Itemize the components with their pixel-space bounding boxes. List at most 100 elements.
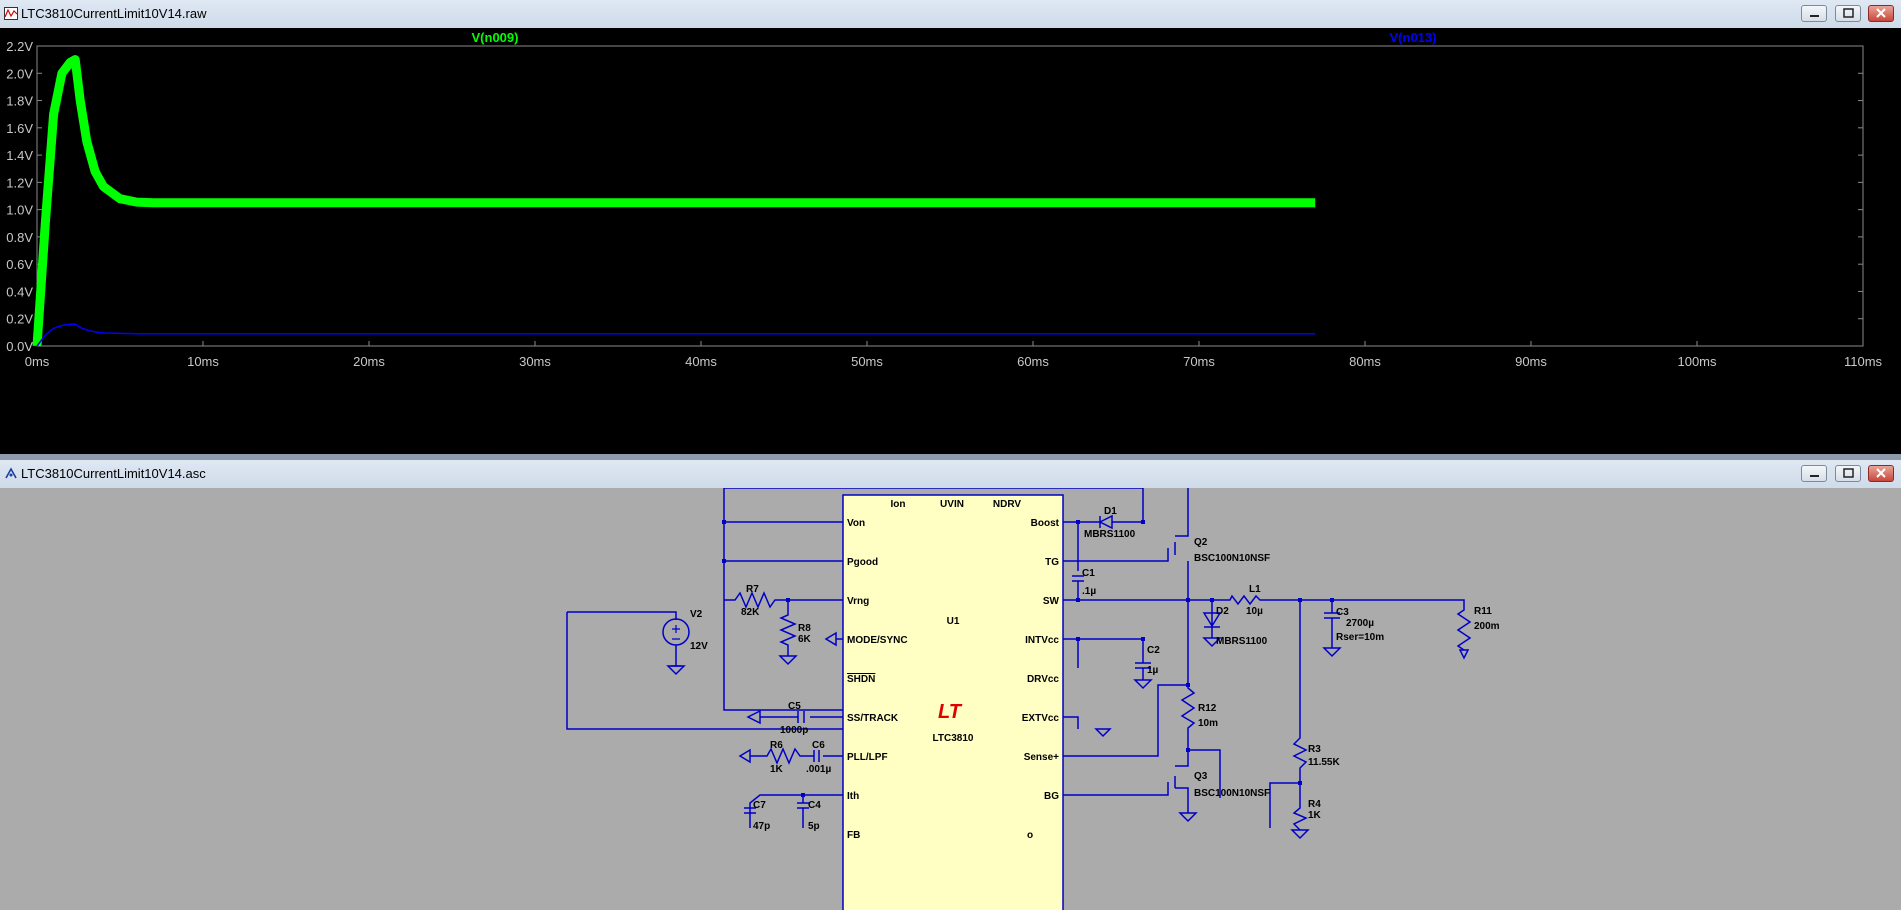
ic-pin-label: SW: [1043, 596, 1060, 607]
component-value-c3-rser: Rser=10m: [1336, 632, 1384, 643]
y-tick-label: 1.2V: [6, 175, 33, 190]
waveform-window: LTC3810CurrentLimit10V14.raw 0.0V 0.2V 0.4…: [0, 0, 1901, 454]
ic-pin-label: Ith: [847, 791, 859, 802]
component-value-r11: 200m: [1474, 621, 1500, 632]
ic-pin-label: EXTVcc: [1022, 713, 1060, 724]
schematic-window: LTC3810CurrentLimit10V14.asc: [0, 460, 1901, 910]
component-ref-r7: R7: [746, 584, 759, 595]
component-value-v2: 12V: [690, 641, 708, 652]
component-ref-r3: R3: [1308, 744, 1321, 755]
component-ref-r4: R4: [1308, 799, 1321, 810]
component-value-q3: BSC100N10NSF: [1194, 788, 1270, 799]
component-ref-r8: R8: [798, 623, 811, 634]
y-tick-label: 0.2V: [6, 312, 33, 327]
y-tick-label: 0.4V: [6, 284, 33, 299]
component-value-r3: 11.55K: [1308, 757, 1340, 768]
component-value-r12: 10m: [1198, 718, 1218, 729]
y-tick-label: 1.6V: [6, 121, 33, 136]
component-ref-c4: C4: [808, 800, 821, 811]
x-tick-label: 30ms: [519, 354, 551, 369]
plot-frame: [36, 45, 1864, 347]
ic-body[interactable]: [842, 494, 1064, 910]
component-value-c7: 47p: [753, 821, 770, 832]
component-ref-l1: L1: [1249, 584, 1261, 595]
ic-pin-label: Pgood: [847, 557, 878, 568]
waveform-chart[interactable]: 0.0V0.2V0.4V0.6V0.8V1.0V1.2V1.4V1.6V1.8V…: [0, 28, 1901, 454]
component-ref-r12: R12: [1198, 703, 1217, 714]
ic-pin-label: INTVcc: [1025, 635, 1059, 646]
ic-pin-label: Ion: [891, 499, 906, 510]
component-ref-c6: C6: [812, 740, 825, 751]
component-ref-c3: C3: [1336, 607, 1349, 618]
trace-v-n013[interactable]: [36, 323, 1316, 347]
component-ref-c1: C1: [1082, 568, 1095, 579]
component-ref-q3: Q3: [1194, 771, 1208, 782]
component-ref-c7: C7: [753, 800, 766, 811]
minimize-icon: [1810, 15, 1819, 17]
y-tick-label: 0.6V: [6, 257, 33, 272]
x-tick-label: 90ms: [1515, 354, 1547, 369]
schematic-titlebar[interactable]: LTC3810CurrentLimit10V14.asc: [0, 460, 1901, 489]
component-value-c5: 1000p: [780, 725, 808, 736]
ic-pin-label: NDRV: [993, 499, 1021, 510]
component-value-c6: .001µ: [806, 764, 831, 775]
component-ref-c2: C2: [1147, 645, 1160, 656]
component-value-l1: 10µ: [1246, 606, 1263, 617]
component-value-q2: BSC100N10NSF: [1194, 553, 1270, 564]
ic-pin-label: MODE/SYNC: [847, 635, 908, 646]
minimize-icon: [1810, 475, 1819, 477]
ic-part-label: LTC3810: [933, 733, 974, 744]
component-ref-q2: Q2: [1194, 537, 1208, 548]
x-tick-label: 70ms: [1183, 354, 1215, 369]
component-value-d1: MBRS1100: [1084, 529, 1136, 540]
restore-button[interactable]: [1835, 465, 1861, 482]
component-value-r8: 6K: [798, 634, 812, 645]
ic-pin-label: Von: [847, 518, 865, 529]
component-value-c2: 1µ: [1147, 665, 1159, 676]
ic-pin-label: BG: [1044, 791, 1059, 802]
component-value-c3: 2700µ: [1346, 618, 1374, 629]
minimize-button[interactable]: [1801, 5, 1827, 22]
schematic-drawing[interactable]: LT IonUVINNDRVVonPgoodVrngMODE/SYNCSHDNS…: [0, 488, 1901, 910]
y-tick-label: 0.0V: [6, 339, 33, 354]
trace-v-n009[interactable]: [32, 55, 1316, 347]
trace-label-v-n013[interactable]: V(n013): [1390, 30, 1437, 45]
ic-pin-label: Boost: [1031, 518, 1060, 529]
component-value-c4: 5p: [808, 821, 820, 832]
ic-pin-label: SS/TRACK: [847, 713, 899, 724]
restore-button[interactable]: [1835, 5, 1861, 22]
trace-label-v-n009[interactable]: V(n009): [472, 30, 519, 45]
ic-pin-label: PLL/LPF: [847, 752, 888, 763]
close-icon: [1876, 468, 1886, 478]
close-button[interactable]: [1868, 465, 1894, 482]
x-tick-label: 100ms: [1677, 354, 1717, 369]
ic-pin-label: TG: [1045, 557, 1059, 568]
waveform-file-icon: [4, 7, 18, 20]
ic-pin-label: Vrng: [847, 596, 869, 607]
component-value-r6: 1K: [770, 764, 784, 775]
component-value-r7: 82K: [741, 607, 760, 618]
schematic-file-icon: [5, 467, 17, 479]
lt-logo: LT: [938, 701, 963, 723]
y-tick-label: 0.8V: [6, 230, 33, 245]
x-tick-label: 110ms: [1844, 354, 1883, 369]
x-tick-label: 60ms: [1017, 354, 1049, 369]
waveform-titlebar[interactable]: LTC3810CurrentLimit10V14.raw: [0, 0, 1901, 29]
ic-pin-label: o: [1027, 830, 1033, 841]
voltage-source-v2-icon[interactable]: [672, 625, 680, 640]
x-tick-label: 50ms: [851, 354, 883, 369]
y-tick-label: 2.0V: [6, 66, 33, 81]
component-ref-d1: D1: [1104, 506, 1117, 517]
ic-pin-label: SHDN: [847, 674, 875, 685]
component-ref-d2: D2: [1216, 606, 1229, 617]
close-button[interactable]: [1868, 5, 1894, 22]
restore-icon: [1843, 468, 1854, 478]
close-icon: [1876, 8, 1886, 18]
y-tick-label: 1.8V: [6, 94, 33, 109]
ic-pin-label: FB: [847, 830, 860, 841]
component-ref-r6: R6: [770, 740, 783, 751]
ic-pin-label: Sense+: [1024, 752, 1059, 763]
minimize-button[interactable]: [1801, 465, 1827, 482]
